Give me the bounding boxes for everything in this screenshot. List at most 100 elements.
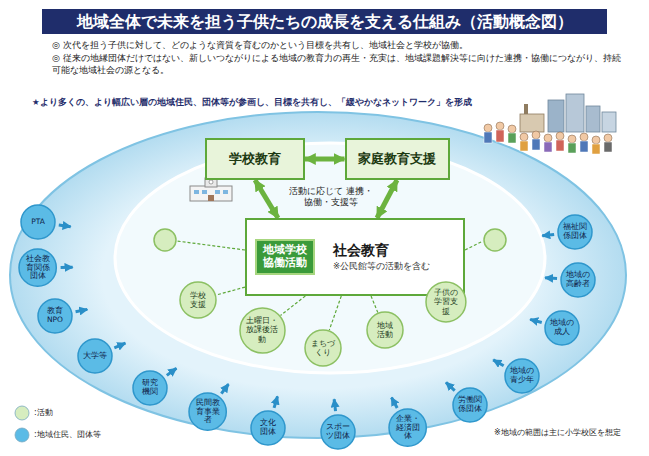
node-label: 子供の学習支援 [433, 288, 459, 316]
organization-circle: 民間教育事業者 [188, 392, 227, 431]
inward-arrow [221, 384, 228, 394]
cooperation-arrow [255, 180, 278, 218]
circle-shape [180, 282, 216, 318]
window [215, 190, 220, 194]
building [566, 94, 584, 132]
organization-circle: 教育NPO [37, 298, 73, 334]
window [223, 190, 228, 194]
node-label: 社会教育 [333, 242, 389, 258]
legend-swatch [15, 428, 29, 442]
node-label: 企業・経済団体 [396, 415, 420, 441]
node-label: 研究機関 [142, 379, 159, 396]
cooperation-arrow [305, 157, 345, 162]
organization-circle: スポーツ団体 [320, 414, 356, 450]
dashed-link [280, 296, 305, 315]
dashed-link [371, 296, 378, 312]
dashed-link [329, 296, 341, 330]
organization-circle: 大学等 [77, 338, 113, 374]
node-label: 労働関係団体 [458, 396, 482, 413]
collaboration-box: 地域学校協働活動 [255, 239, 315, 274]
legend-text: :地域住民、団体等 [34, 430, 101, 439]
organization-circle: 地域の高齢者 [560, 262, 596, 298]
inward-arrow [274, 396, 277, 407]
circle-shape [251, 411, 285, 445]
organization-circle: 地域の青少年 [504, 358, 540, 394]
organization-circle: 地域の成人 [544, 310, 580, 346]
circle-shape [21, 205, 55, 239]
people [484, 122, 612, 144]
inward-arrows [59, 225, 557, 411]
node-label: 家庭教育支援 [358, 152, 436, 167]
node-label: 土曜日・放課後活動 [245, 316, 278, 344]
building [602, 112, 616, 132]
circle-shape [367, 312, 403, 348]
circle-shape [558, 215, 592, 249]
circle-shape [561, 263, 595, 297]
inward-arrow [545, 276, 557, 280]
chimney [524, 104, 528, 114]
legend-swatch-frame [14, 427, 30, 443]
legend-row: :活動 [14, 402, 101, 424]
building [548, 100, 564, 132]
organization-circle: 社会教育関係団体 [18, 248, 57, 287]
inward-arrow [542, 234, 554, 235]
node-label: 教育NPO [46, 307, 64, 324]
inward-arrow [530, 319, 542, 322]
organization-circle: 文化団体 [250, 410, 286, 446]
school-body [190, 186, 232, 201]
circle-shape [38, 299, 72, 333]
school-clock [209, 180, 213, 184]
building [586, 106, 600, 132]
note-text: ★より多くの、より幅広い層の地域住民、団体等が参画し、目標を共有し、「緩やかなネ… [32, 97, 477, 108]
education-box: 家庭教育支援 [345, 138, 450, 180]
factory [520, 114, 544, 132]
circle-shape [78, 339, 112, 373]
inward-arrow [76, 309, 88, 311]
node-label: スポーツ団体 [326, 423, 350, 440]
organization-circle: 労働関係団体 [452, 387, 488, 423]
window [202, 190, 207, 194]
title-text: 地域全体で未来を担う子供たちの成長を支える仕組み（活動概念図） [42, 9, 607, 34]
node-label: PTA [31, 218, 45, 227]
node-label: 地域の高齢者 [566, 271, 590, 288]
organization-circle: 福祉関係団体 [557, 214, 593, 250]
circle-shape [240, 308, 285, 353]
node-label: 文化団体 [260, 419, 277, 436]
inward-arrow [391, 398, 397, 409]
inner-ellipse [115, 143, 545, 373]
activity-circle: 土曜日・放課後活動 [239, 307, 286, 354]
circle-shape [321, 415, 355, 449]
activity-circle: 学校支援 [179, 281, 217, 319]
node-label: 地域の青少年 [510, 367, 534, 384]
people-bodies [484, 130, 612, 154]
legend-swatch-frame [14, 405, 30, 421]
organization-circle: 企業・経済団体 [388, 408, 427, 447]
door [208, 195, 214, 201]
cooperation-arrow [377, 180, 397, 218]
dashed-line [177, 241, 245, 250]
node-label: 福祉関係団体 [563, 223, 587, 240]
activity-circle [154, 229, 176, 251]
note-text: 活動に応じて 連携・協働・支援等 [286, 186, 376, 208]
note-text: ◎ 次代を担う子供に対して、どのような資質を育むのかという目標を共有し、地域社会… [52, 40, 622, 52]
social-education-box: 社会教育 ※公民館等の活動を含む 地域学校協働活動 [245, 218, 465, 296]
organization-circle: PTA [20, 204, 56, 240]
node-label: 社会教育関係団体 [26, 255, 50, 281]
network-ellipse [10, 112, 626, 438]
circle-shape [426, 282, 466, 322]
inward-arrow [61, 266, 73, 269]
legend-row: :地域住民、団体等 [14, 424, 101, 446]
circle-shape [545, 311, 579, 345]
legend: :活動 :地域住民、団体等 [14, 402, 101, 446]
legend-swatch [15, 406, 29, 420]
circle-shape [189, 393, 226, 430]
school-illustration [190, 178, 232, 201]
legend-text: :活動 [34, 408, 53, 417]
education-box: 学校教育 [205, 138, 305, 180]
note-text: ◎ 従来の地縁団体だけではない、新しいつながりによる地域の教育力の再生・充実は、… [52, 53, 622, 76]
inward-arrow [114, 343, 125, 348]
node-note: ※公民館等の活動を含む [333, 262, 430, 272]
activity-circle: 地域活動 [366, 311, 404, 349]
inward-arrow [167, 368, 177, 375]
